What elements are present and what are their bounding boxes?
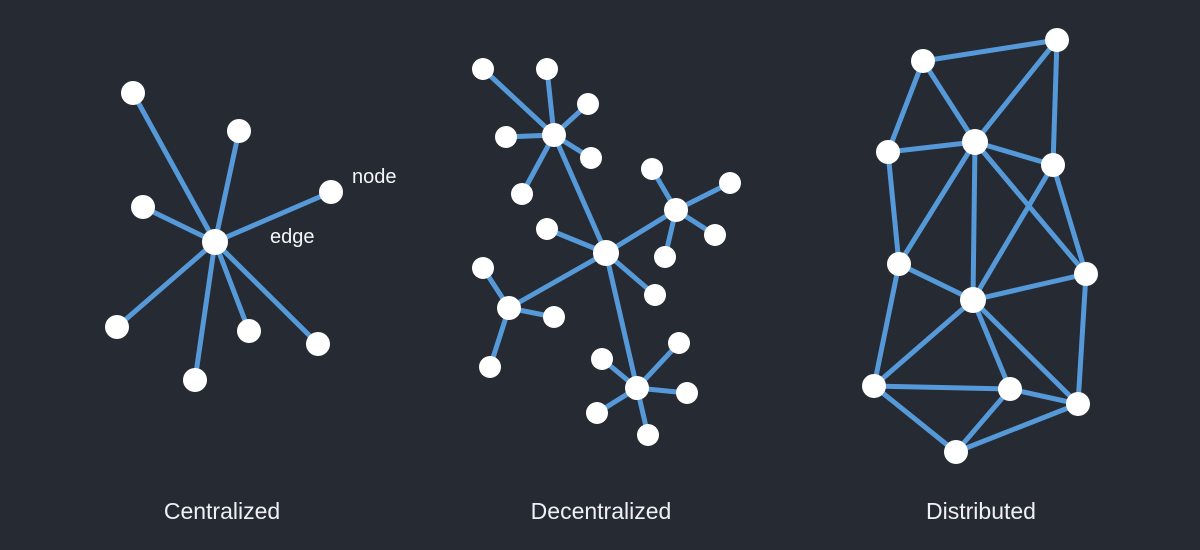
centralized-edge-line — [114, 239, 218, 330]
centralized-edge-line — [212, 189, 334, 245]
decentralized-node-circle — [676, 382, 698, 404]
decentralized-node-circle — [511, 183, 533, 205]
decentralized-node-circle — [654, 246, 676, 268]
centralized-node-circle — [306, 332, 330, 356]
decentralized-edge-line — [480, 66, 557, 138]
distributed-node-circle — [1074, 262, 1098, 286]
distributed-node-circle — [911, 49, 935, 73]
centralized-node-circle — [105, 315, 129, 339]
centralized-edge-line — [130, 90, 218, 245]
decentralized-node-circle — [591, 348, 613, 370]
edge-annotation-label: edge — [270, 226, 315, 248]
decentralized-node-circle — [577, 93, 599, 115]
decentralized-node-circle — [719, 172, 741, 194]
distributed-edge-line — [970, 162, 1056, 303]
distributed-edge-line — [885, 149, 902, 267]
distributed-edge-line — [972, 139, 1056, 168]
distributed-node-circle — [1045, 28, 1069, 52]
decentralized-node-circle — [641, 158, 663, 180]
distributed-edge-line — [920, 58, 978, 145]
distributed-edge-line — [953, 386, 1013, 455]
decentralized-edge-line — [603, 207, 679, 256]
distributed-node-circle — [1041, 153, 1065, 177]
centralized-edge-line — [212, 239, 321, 347]
distributed-edge-line — [970, 139, 978, 303]
distributed-edge-line — [885, 139, 978, 155]
decentralized-node-circle — [497, 296, 521, 320]
distributed-node-circle — [960, 287, 986, 313]
decentralized-node-circle — [536, 218, 558, 240]
distributed-edge-line — [970, 271, 1089, 303]
node-annotation-label: node — [352, 166, 397, 188]
centralized-node-circle — [319, 180, 343, 204]
decentralized-node-circle — [644, 284, 666, 306]
distributed-edge-line — [970, 297, 1013, 392]
decentralized-node-circle — [543, 306, 565, 328]
centralized-graph — [105, 81, 343, 392]
distributed-node-circle — [862, 374, 886, 398]
decentralized-node-circle — [472, 58, 494, 80]
caption-decentralized: Decentralized — [530, 498, 672, 524]
distributed-edge-line — [871, 297, 976, 389]
distributed-node-circle — [887, 252, 911, 276]
distributed-edge-line — [972, 139, 1089, 277]
decentralized-node-circle — [593, 240, 619, 266]
centralized-node-circle — [237, 319, 261, 343]
decentralized-node-circle — [479, 356, 501, 378]
centralized-node-circle — [183, 368, 207, 392]
decentralized-node-circle — [704, 224, 726, 246]
decentralized-edge-line — [506, 250, 609, 311]
decentralized-node-circle — [625, 376, 649, 400]
distributed-node-circle — [944, 440, 968, 464]
caption-distributed: Distributed — [926, 498, 1036, 524]
decentralized-edge-line — [603, 250, 640, 391]
decentralized-node-circle — [536, 58, 558, 80]
distributed-graph — [862, 28, 1098, 464]
centralized-node-circle — [227, 119, 251, 143]
distributed-edge-line — [896, 261, 976, 303]
decentralized-node-circle — [495, 126, 517, 148]
decentralized-node-circle — [586, 402, 608, 424]
distributed-node-circle — [998, 377, 1022, 401]
distributed-edge-line — [885, 58, 926, 155]
decentralized-graph — [472, 58, 741, 446]
distributed-edge-line — [896, 139, 978, 267]
distributed-edge-line — [871, 383, 959, 455]
distributed-node-circle — [1066, 392, 1090, 416]
centralized-edge-line — [212, 239, 252, 334]
distributed-edge-line — [1050, 37, 1060, 168]
centralized-edge-line — [212, 128, 242, 245]
centralized-node-circle — [131, 195, 155, 219]
centralized-node-circle — [202, 229, 228, 255]
decentralized-node-circle — [542, 123, 566, 147]
distributed-edge-line — [1050, 162, 1089, 277]
decentralized-node-circle — [580, 147, 602, 169]
distributed-edge-line — [970, 297, 1081, 407]
distributed-edge-line — [871, 261, 902, 389]
decentralized-node-circle — [668, 332, 690, 354]
distributed-node-circle — [876, 140, 900, 164]
centralized-edge-line — [192, 239, 218, 383]
caption-centralized: Centralized — [163, 498, 281, 524]
distributed-edge-line — [953, 401, 1081, 455]
centralized-edge-line — [140, 204, 218, 245]
centralized-node-circle — [121, 81, 145, 105]
decentralized-node-circle — [637, 424, 659, 446]
decentralized-edge-line — [551, 132, 609, 256]
distributed-edge-line — [972, 37, 1060, 145]
decentralized-node-circle — [664, 198, 688, 222]
decentralized-node-circle — [472, 257, 494, 279]
distributed-edge-line — [871, 383, 1013, 392]
distributed-node-circle — [962, 129, 988, 155]
distributed-edge-line — [1075, 271, 1089, 407]
distributed-edge-line — [920, 37, 1060, 64]
